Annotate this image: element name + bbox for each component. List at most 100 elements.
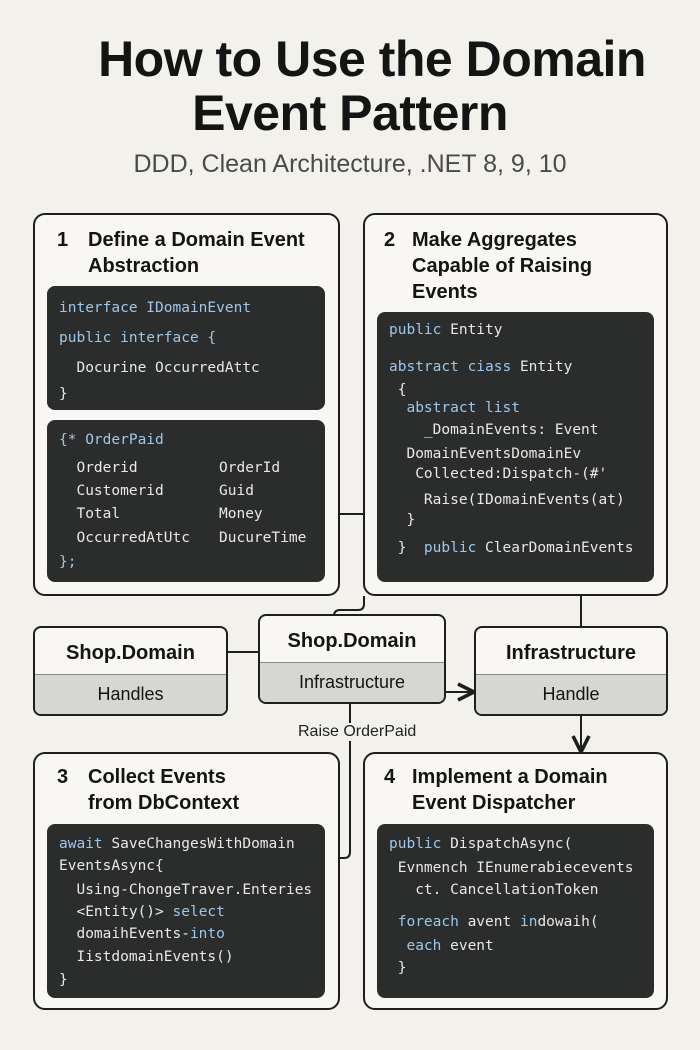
code-token: EventsAsync{ bbox=[59, 858, 164, 874]
code-token: _DomainEvents: Event bbox=[389, 422, 599, 438]
code-line: await SaveChangesWithDomain bbox=[59, 836, 295, 852]
code-line: IistdomainEvents() bbox=[59, 949, 234, 965]
code-token: Guid bbox=[219, 483, 254, 499]
code-keyword: in bbox=[519, 914, 538, 930]
line-shop-domain-to-step3 bbox=[340, 703, 351, 859]
step-1-code-interface: interface IDomainEvent public interface {… bbox=[47, 286, 325, 410]
title-line-1: How to Use the Domain bbox=[98, 31, 646, 87]
code-token: event bbox=[450, 938, 494, 954]
code-keyword: abstract ciass bbox=[389, 359, 520, 375]
code-line: { bbox=[389, 382, 407, 398]
code-line: } bbox=[389, 960, 407, 976]
code-line: DomainEventsDomainEv bbox=[389, 446, 581, 462]
module-2-title: Shop.Domain bbox=[287, 630, 417, 652]
step-1-title-line-2: Abstraction bbox=[88, 255, 200, 277]
code-keyword: public bbox=[423, 540, 486, 556]
step-4-title-line-1: Implement a Domain bbox=[412, 766, 608, 788]
module-2-subtitle: Infrastructure bbox=[260, 662, 444, 702]
module-3-title: Infrastructure bbox=[505, 642, 637, 664]
module-shop-domain-infrastructure: Shop.Domain Infrastructure bbox=[258, 614, 446, 704]
step-3-title-line-2: from DbContext bbox=[88, 792, 240, 814]
code-token: } bbox=[389, 960, 407, 976]
step-4-heading: 4 Implement a Domain Event Dispatcher bbox=[384, 764, 654, 820]
code-keyword: await bbox=[59, 836, 112, 852]
code-token: Entity bbox=[450, 322, 503, 338]
code-line: Evnmench IEnumerabiecevents bbox=[389, 860, 634, 876]
step-3-heading: 3 Collect Events from DbContext bbox=[57, 764, 317, 820]
code-token: } bbox=[59, 972, 68, 988]
code-line: }; bbox=[59, 554, 76, 570]
code-keyword: select bbox=[172, 904, 225, 920]
step-2-title-line-2: Capable of Raising bbox=[412, 255, 593, 277]
step-2-title-line-3: Events bbox=[412, 281, 478, 303]
code-line: domaihEvents-into bbox=[59, 926, 225, 942]
code-line: } bbox=[59, 386, 68, 402]
code-line: <Entity()> select bbox=[59, 904, 225, 920]
code-token: Evnmench IEnumerabiecevents bbox=[389, 860, 634, 876]
code-token: Total bbox=[59, 506, 121, 522]
module-infrastructure-handle: Infrastructure Handle bbox=[474, 626, 668, 716]
code-token: } bbox=[389, 512, 416, 528]
code-line: abstract ciass Entity bbox=[389, 359, 572, 375]
module-1-subtitle: Handles bbox=[35, 674, 226, 714]
code-token: ClearDomainEvents bbox=[485, 540, 634, 556]
code-line: interface IDomainEvent bbox=[59, 300, 251, 316]
connector-label-raise-orderpaid: Raise OrderPaid bbox=[296, 723, 419, 741]
code-token: SaveChangesWithDomain bbox=[111, 836, 295, 852]
code-line: each event bbox=[389, 938, 494, 954]
code-token: <Entity()> bbox=[59, 904, 173, 920]
code-token: DomainEventsDomainEv bbox=[389, 446, 582, 462]
code-line: Using-ChongeTraver.Enteries bbox=[59, 882, 312, 898]
code-token: } bbox=[59, 386, 68, 402]
module-shop-domain-handles: Shop.Domain Handles bbox=[33, 626, 228, 716]
code-line: foreach avent indowaih( bbox=[389, 914, 599, 930]
code-line: Orderid OrderId bbox=[59, 460, 280, 476]
code-token: Entity bbox=[519, 359, 573, 375]
code-token: Money bbox=[219, 506, 263, 522]
code-line: abstract list bbox=[389, 400, 520, 416]
code-keyword: into bbox=[189, 926, 225, 942]
step-2-heading: 2 Make Aggregates Capable of Raising Eve… bbox=[384, 227, 654, 307]
code-token: Orderid bbox=[59, 460, 138, 476]
code-token: DispatchAsync( bbox=[450, 836, 573, 852]
step-3-number: 3 bbox=[57, 766, 69, 788]
code-token: OrderId bbox=[219, 460, 281, 476]
code-keyword: interface IDomainEvent bbox=[59, 300, 252, 316]
code-keyword: public bbox=[389, 322, 451, 338]
code-keyword: {* OrderPaid bbox=[59, 432, 164, 448]
code-token: Raise(IDomainEvents(at) bbox=[389, 492, 625, 508]
code-token: DucureTime bbox=[219, 530, 307, 546]
code-token: OccurredAtUtc bbox=[59, 530, 190, 546]
code-line: OccurredAtUtc DucureTime bbox=[59, 530, 306, 546]
code-token: ct. CancellationToken bbox=[389, 882, 599, 898]
code-line: ct. CancellationToken bbox=[389, 882, 599, 898]
code-keyword: foreach bbox=[389, 914, 468, 930]
code-line: EventsAsync{ bbox=[59, 858, 164, 874]
step-2-title-line-1: Make Aggregates bbox=[412, 229, 577, 251]
code-token: { bbox=[389, 382, 407, 398]
code-line: } bbox=[59, 972, 68, 988]
step-1-heading: 1 Define a Domain Event Abstraction bbox=[57, 227, 327, 283]
code-keyword: public interface { bbox=[59, 330, 217, 346]
module-3-subtitle: Handle bbox=[476, 674, 666, 714]
step-2-number: 2 bbox=[384, 229, 396, 251]
module-1-title: Shop.Domain bbox=[66, 642, 195, 664]
code-line: {* OrderPaid bbox=[59, 432, 164, 448]
step-3-title-line-1: Collect Events bbox=[88, 766, 226, 788]
code-token: IistdomainEvents() bbox=[59, 949, 234, 965]
code-line: Collected:Dispatch-(#' bbox=[389, 466, 607, 482]
code-token: dowaih( bbox=[537, 914, 599, 930]
code-token: Docurine OccurredAttc bbox=[59, 360, 260, 376]
code-line: } public ClearDomainEvents bbox=[389, 540, 634, 556]
code-keyword: public bbox=[389, 836, 451, 852]
code-keyword: }; bbox=[59, 554, 77, 570]
step-4-title-line-2: Event Dispatcher bbox=[412, 792, 576, 814]
code-token: Using-ChongeTraver.Enteries bbox=[59, 882, 313, 898]
subtitle: DDD, Clean Architecture, .NET 8, 9, 10 bbox=[133, 150, 567, 178]
code-token: Collected:Dispatch-(#' bbox=[389, 466, 608, 482]
code-line: Total Money bbox=[59, 506, 262, 522]
code-token: avent bbox=[467, 914, 520, 930]
